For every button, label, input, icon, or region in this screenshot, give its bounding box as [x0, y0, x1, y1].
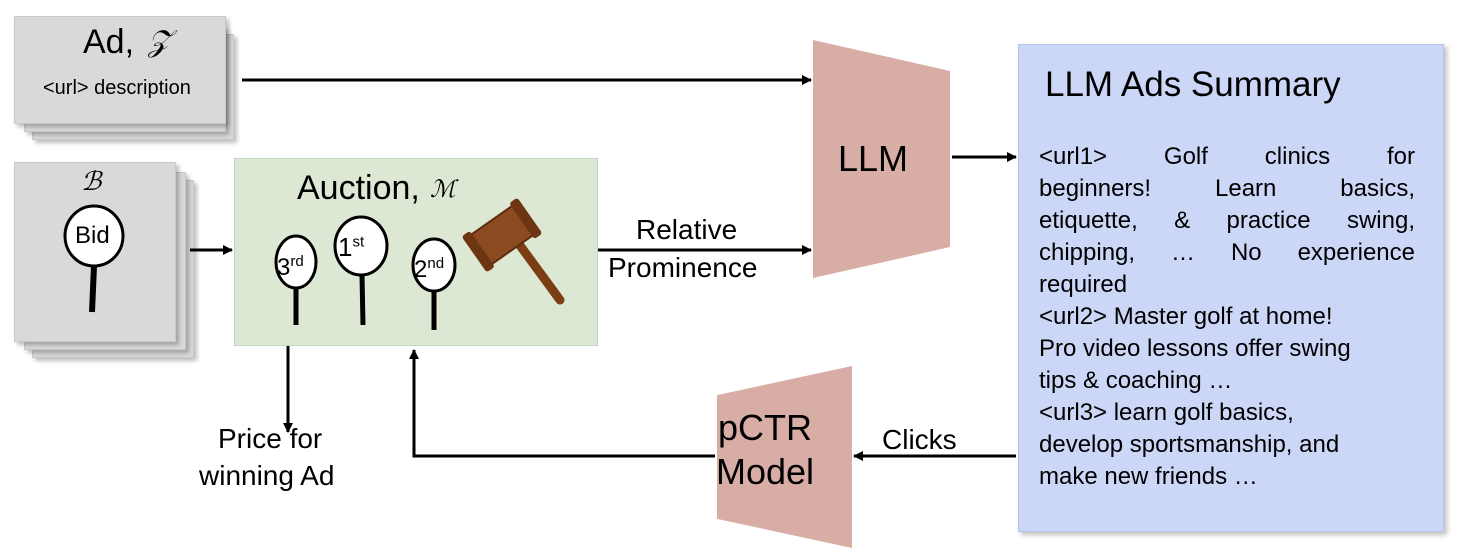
bid-label: Bid [75, 222, 110, 249]
llm-block [813, 40, 950, 278]
paddle-3rd-icon [274, 234, 318, 325]
rank-2nd-label: 2nd [414, 255, 445, 283]
ad-title: Ad, [83, 23, 135, 61]
paddle-1st-icon [333, 215, 389, 326]
arrow-pctr-to-auction [409, 349, 715, 458]
ad-card: Ad, 𝒵 <url> description [14, 16, 226, 124]
llm-label: LLM [838, 138, 909, 179]
price-label-line1: Price for [218, 423, 323, 454]
rank-3rd-label: 3rd [277, 253, 304, 281]
summary-title: LLM Ads Summary [1045, 65, 1341, 104]
summary-line: chipping, … No experience [1039, 239, 1415, 266]
summary-line: <url2> Master golf at home! [1039, 303, 1333, 330]
pctr-block [717, 366, 852, 548]
paddle-2nd-icon [411, 237, 457, 330]
summary-body: <url1> Golf clinics for beginners! Learn… [1039, 141, 1415, 493]
llm-ads-summary: LLM Ads Summary <url1> Golf clinics for … [1018, 44, 1444, 532]
clicks-label: Clicks [882, 424, 957, 455]
summary-line: required [1039, 271, 1128, 298]
relative-prominence-label-line1: Relative [636, 214, 738, 245]
summary-line: Pro video lessons offer swing [1039, 335, 1351, 362]
summary-line: make new friends … [1039, 463, 1258, 490]
auction-symbol: ℳ [430, 175, 456, 203]
ad-subtitle: <url> description [43, 77, 191, 99]
bid-paddle-icon [63, 204, 125, 313]
gavel-icon [462, 198, 565, 305]
summary-line: etiquette, & practice swing, [1039, 207, 1415, 234]
ad-symbol: 𝒵 [148, 24, 171, 59]
summary-line: <url3> learn golf basics, [1039, 399, 1294, 426]
pctr-label-line2: Model [716, 451, 815, 492]
relative-prominence-label-line2: Prominence [608, 252, 758, 283]
summary-line: tips & coaching … [1039, 367, 1233, 394]
summary-line: <url1> Golf clinics for [1039, 143, 1415, 170]
summary-line: develop sportsmanship, and [1039, 431, 1340, 458]
auction-title: Auction, [297, 169, 420, 207]
price-label-line2: winning Ad [199, 460, 335, 491]
pctr-label-line1: pCTR [718, 407, 813, 448]
summary-line: beginners! Learn basics, [1039, 175, 1415, 202]
bid-symbol: ℬ [81, 167, 102, 197]
rank-1st-label: 1st [338, 232, 365, 262]
